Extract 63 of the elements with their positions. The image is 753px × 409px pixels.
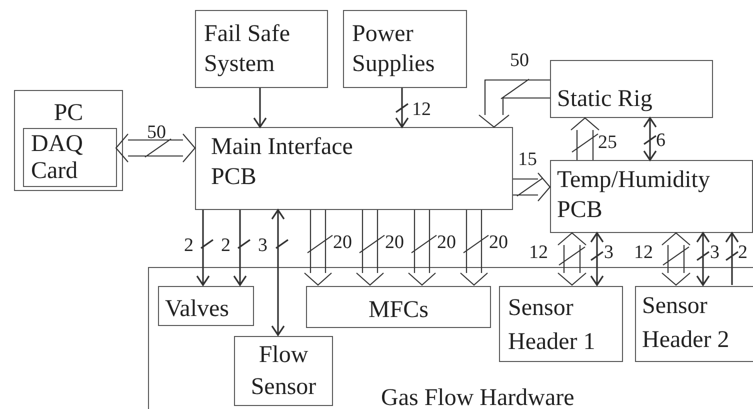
group-label: Gas Flow Hardware: [381, 384, 574, 409]
edge-label: 3: [710, 242, 720, 264]
arrow: [643, 116, 657, 162]
arrow: [271, 208, 289, 336]
arrow: [395, 87, 409, 128]
edge-label: 20: [489, 232, 508, 254]
bus-arrow: [356, 209, 386, 286]
node-label: Fail Safe System: [204, 20, 291, 79]
edge-label: 20: [385, 232, 404, 254]
bus-arrow: [478, 78, 551, 128]
arrow: [725, 232, 739, 286]
process-box: [550, 160, 753, 233]
bus-arrow: [460, 209, 490, 286]
edge-label: 12: [412, 99, 431, 121]
bus-arrow: [512, 172, 551, 202]
node-label: Power Supplies: [352, 20, 436, 79]
process-box: [343, 10, 467, 88]
arrow: [233, 209, 251, 286]
process-box: [306, 286, 491, 328]
bus-arrow: [115, 133, 196, 163]
bus-arrow: [408, 209, 438, 286]
process-box: [635, 286, 753, 362]
process-box: [195, 127, 513, 210]
node-label: Main Interface PCB: [211, 133, 354, 192]
computer-box: [14, 90, 123, 191]
process-box: [234, 336, 333, 406]
arrow: [196, 209, 214, 286]
card-box: [23, 128, 117, 187]
edge-label: 12: [529, 242, 548, 264]
edge-label: 50: [147, 122, 166, 144]
bus-arrow: [304, 209, 334, 286]
edge-label: 3: [604, 242, 614, 264]
process-box: [499, 286, 623, 362]
edge-label: 6: [656, 130, 666, 152]
node-label: Sensor Header 1: [508, 294, 596, 357]
node-label: Valves: [165, 295, 229, 324]
edge-label: 12: [634, 242, 653, 264]
edge-label: 2: [738, 242, 748, 264]
process-box: [550, 60, 713, 118]
bus-arrow: [661, 232, 691, 286]
edge-label: 25: [598, 132, 617, 154]
node-label: PC: [52, 99, 84, 128]
arrow: [590, 232, 604, 286]
node-label: DAQ Card: [31, 131, 84, 185]
node-label: MFCs: [367, 296, 430, 325]
node-label: Flow Sensor: [250, 341, 318, 402]
node-label: Sensor Header 2: [642, 292, 730, 355]
node-label: Temp/Humidity PCB: [557, 166, 711, 225]
bus-arrow: [557, 232, 587, 286]
edge-label: 2: [184, 235, 194, 257]
node-label: Static Rig: [557, 85, 652, 114]
bus-arrow: [570, 117, 600, 161]
process-box: [195, 10, 328, 88]
group-boundary: [148, 267, 753, 409]
edge-label: 15: [518, 149, 537, 171]
arrow: [253, 87, 267, 128]
arrow: [696, 232, 710, 286]
edge-label: 3: [258, 235, 268, 257]
edge-label: 20: [333, 232, 352, 254]
process-box: [158, 286, 254, 326]
edge-label: 2: [221, 235, 230, 257]
edge-label: 50: [510, 50, 529, 72]
edge-label: 20: [437, 232, 456, 254]
